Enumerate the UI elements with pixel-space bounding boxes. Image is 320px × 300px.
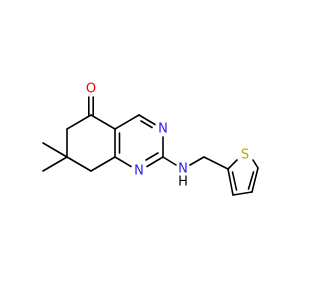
bond-c5-c4a bbox=[90, 114, 116, 130]
bond-n1-c8a bbox=[114, 156, 132, 168]
bond-c5t-c4t bbox=[251, 167, 259, 193]
bond-c2-n1 bbox=[146, 156, 164, 168]
bond-c2-nh bbox=[162, 156, 177, 166]
bond-thienyl-s bbox=[227, 159, 238, 170]
bond-c4-n3 bbox=[138, 114, 156, 126]
atom-nitrogen-3: N bbox=[158, 122, 168, 137]
bond-c4t-c3t bbox=[232, 191, 253, 196]
bond-c8-c8a bbox=[90, 156, 116, 172]
bond-layer bbox=[42, 96, 259, 196]
bond-c7-c8 bbox=[66, 156, 92, 172]
atom-sulfur: S bbox=[241, 148, 249, 163]
molecule-canvas: O N N N H S bbox=[42, 82, 259, 196]
bond-c5t-c4t-double bbox=[247, 171, 255, 190]
atom-label-layer: O N N N H S bbox=[86, 82, 249, 190]
bond-ch2-thienyl bbox=[203, 156, 229, 170]
atom-amine-hydrogen: H bbox=[178, 175, 188, 190]
bond-c3t-c2t-double bbox=[231, 171, 238, 191]
bond-c4-n3-double bbox=[140, 120, 153, 129]
atom-nitrogen-1: N bbox=[134, 164, 144, 179]
bond-c4a-c4 bbox=[114, 114, 140, 130]
bond-c7-methyl-b bbox=[42, 156, 68, 172]
bond-s-c5t bbox=[252, 159, 259, 169]
structure-diagram: O N N N H S bbox=[42, 82, 259, 196]
bond-c2-n1-double bbox=[145, 152, 159, 161]
bond-c3t-c2t bbox=[227, 168, 234, 196]
atom-oxygen: O bbox=[86, 82, 96, 97]
bond-c5-c6 bbox=[66, 114, 92, 130]
bond-nh-ch2 bbox=[189, 156, 205, 166]
atom-amine-nitrogen: N bbox=[178, 162, 188, 177]
bond-c7-methyl-a bbox=[42, 142, 68, 158]
